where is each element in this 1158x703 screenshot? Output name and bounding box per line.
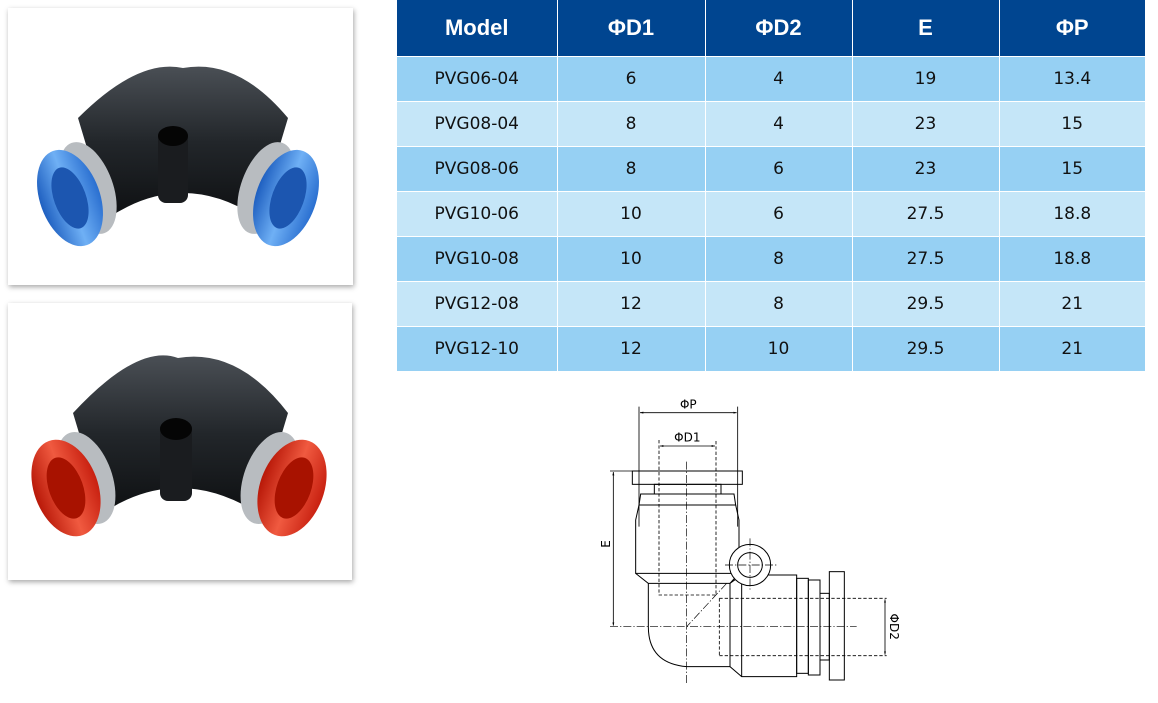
header-d2: ΦD2 <box>704 0 852 57</box>
cell-d1: 10 <box>556 236 705 282</box>
product-photo-blue <box>8 8 353 285</box>
cell-model: PVG08-06 <box>397 146 557 192</box>
cell-p: 18.8 <box>998 191 1145 237</box>
cell-p: 15 <box>998 101 1145 147</box>
cell-d1: 6 <box>556 56 705 102</box>
cell-d2: 6 <box>704 146 852 192</box>
table-header-row: Model ΦD1 ΦD2 E ΦP <box>397 0 1145 57</box>
fitting-outline <box>631 470 845 681</box>
dimension-lines <box>610 406 886 655</box>
cell-d2: 4 <box>704 101 852 147</box>
header-e: E <box>851 0 999 57</box>
cell-model: PVG10-08 <box>397 236 557 282</box>
header-p: ΦP <box>998 0 1145 57</box>
cell-model: PVG12-08 <box>397 281 557 327</box>
cell-d2: 4 <box>704 56 852 102</box>
cell-model: PVG08-04 <box>397 101 557 147</box>
cell-model: PVG06-04 <box>397 56 557 102</box>
cell-e: 29.5 <box>851 281 999 327</box>
label-phi-d1: ΦD1 <box>674 431 700 445</box>
center-lines <box>610 461 857 685</box>
hidden-lines <box>658 440 887 657</box>
cell-p: 21 <box>998 326 1145 371</box>
cell-e: 27.5 <box>851 191 999 237</box>
cell-model: PVG10-06 <box>397 191 557 237</box>
cell-d2: 8 <box>704 236 852 282</box>
cell-d1: 8 <box>556 101 705 147</box>
cell-model: PVG12-10 <box>397 326 557 371</box>
cell-d2: 8 <box>704 281 852 327</box>
cell-e: 23 <box>851 146 999 192</box>
dimension-drawing: ΦP ΦD1 E ΦD2 <box>599 397 901 685</box>
cell-p: 13.4 <box>998 56 1145 102</box>
cell-p: 21 <box>998 281 1145 327</box>
product-photo-red <box>8 303 352 580</box>
cell-d1: 10 <box>556 191 705 237</box>
header-d1: ΦD1 <box>556 0 705 57</box>
cell-p: 15 <box>998 146 1145 192</box>
cell-d1: 12 <box>556 326 705 371</box>
elbow-fitting-red-image <box>31 355 327 537</box>
header-model: Model <box>397 0 557 57</box>
cell-p: 18.8 <box>998 236 1145 282</box>
cell-e: 19 <box>851 56 999 102</box>
elbow-fitting-blue-image <box>37 66 319 247</box>
cell-d2: 10 <box>704 326 852 371</box>
cell-d2: 6 <box>704 191 852 237</box>
cell-e: 27.5 <box>851 236 999 282</box>
cell-d1: 12 <box>556 281 705 327</box>
label-phi-d2: ΦD2 <box>887 614 901 640</box>
cell-e: 29.5 <box>851 326 999 371</box>
label-phi-p: ΦP <box>680 397 697 411</box>
cell-d1: 8 <box>556 146 705 192</box>
cell-e: 23 <box>851 101 999 147</box>
label-e: E <box>599 540 613 548</box>
